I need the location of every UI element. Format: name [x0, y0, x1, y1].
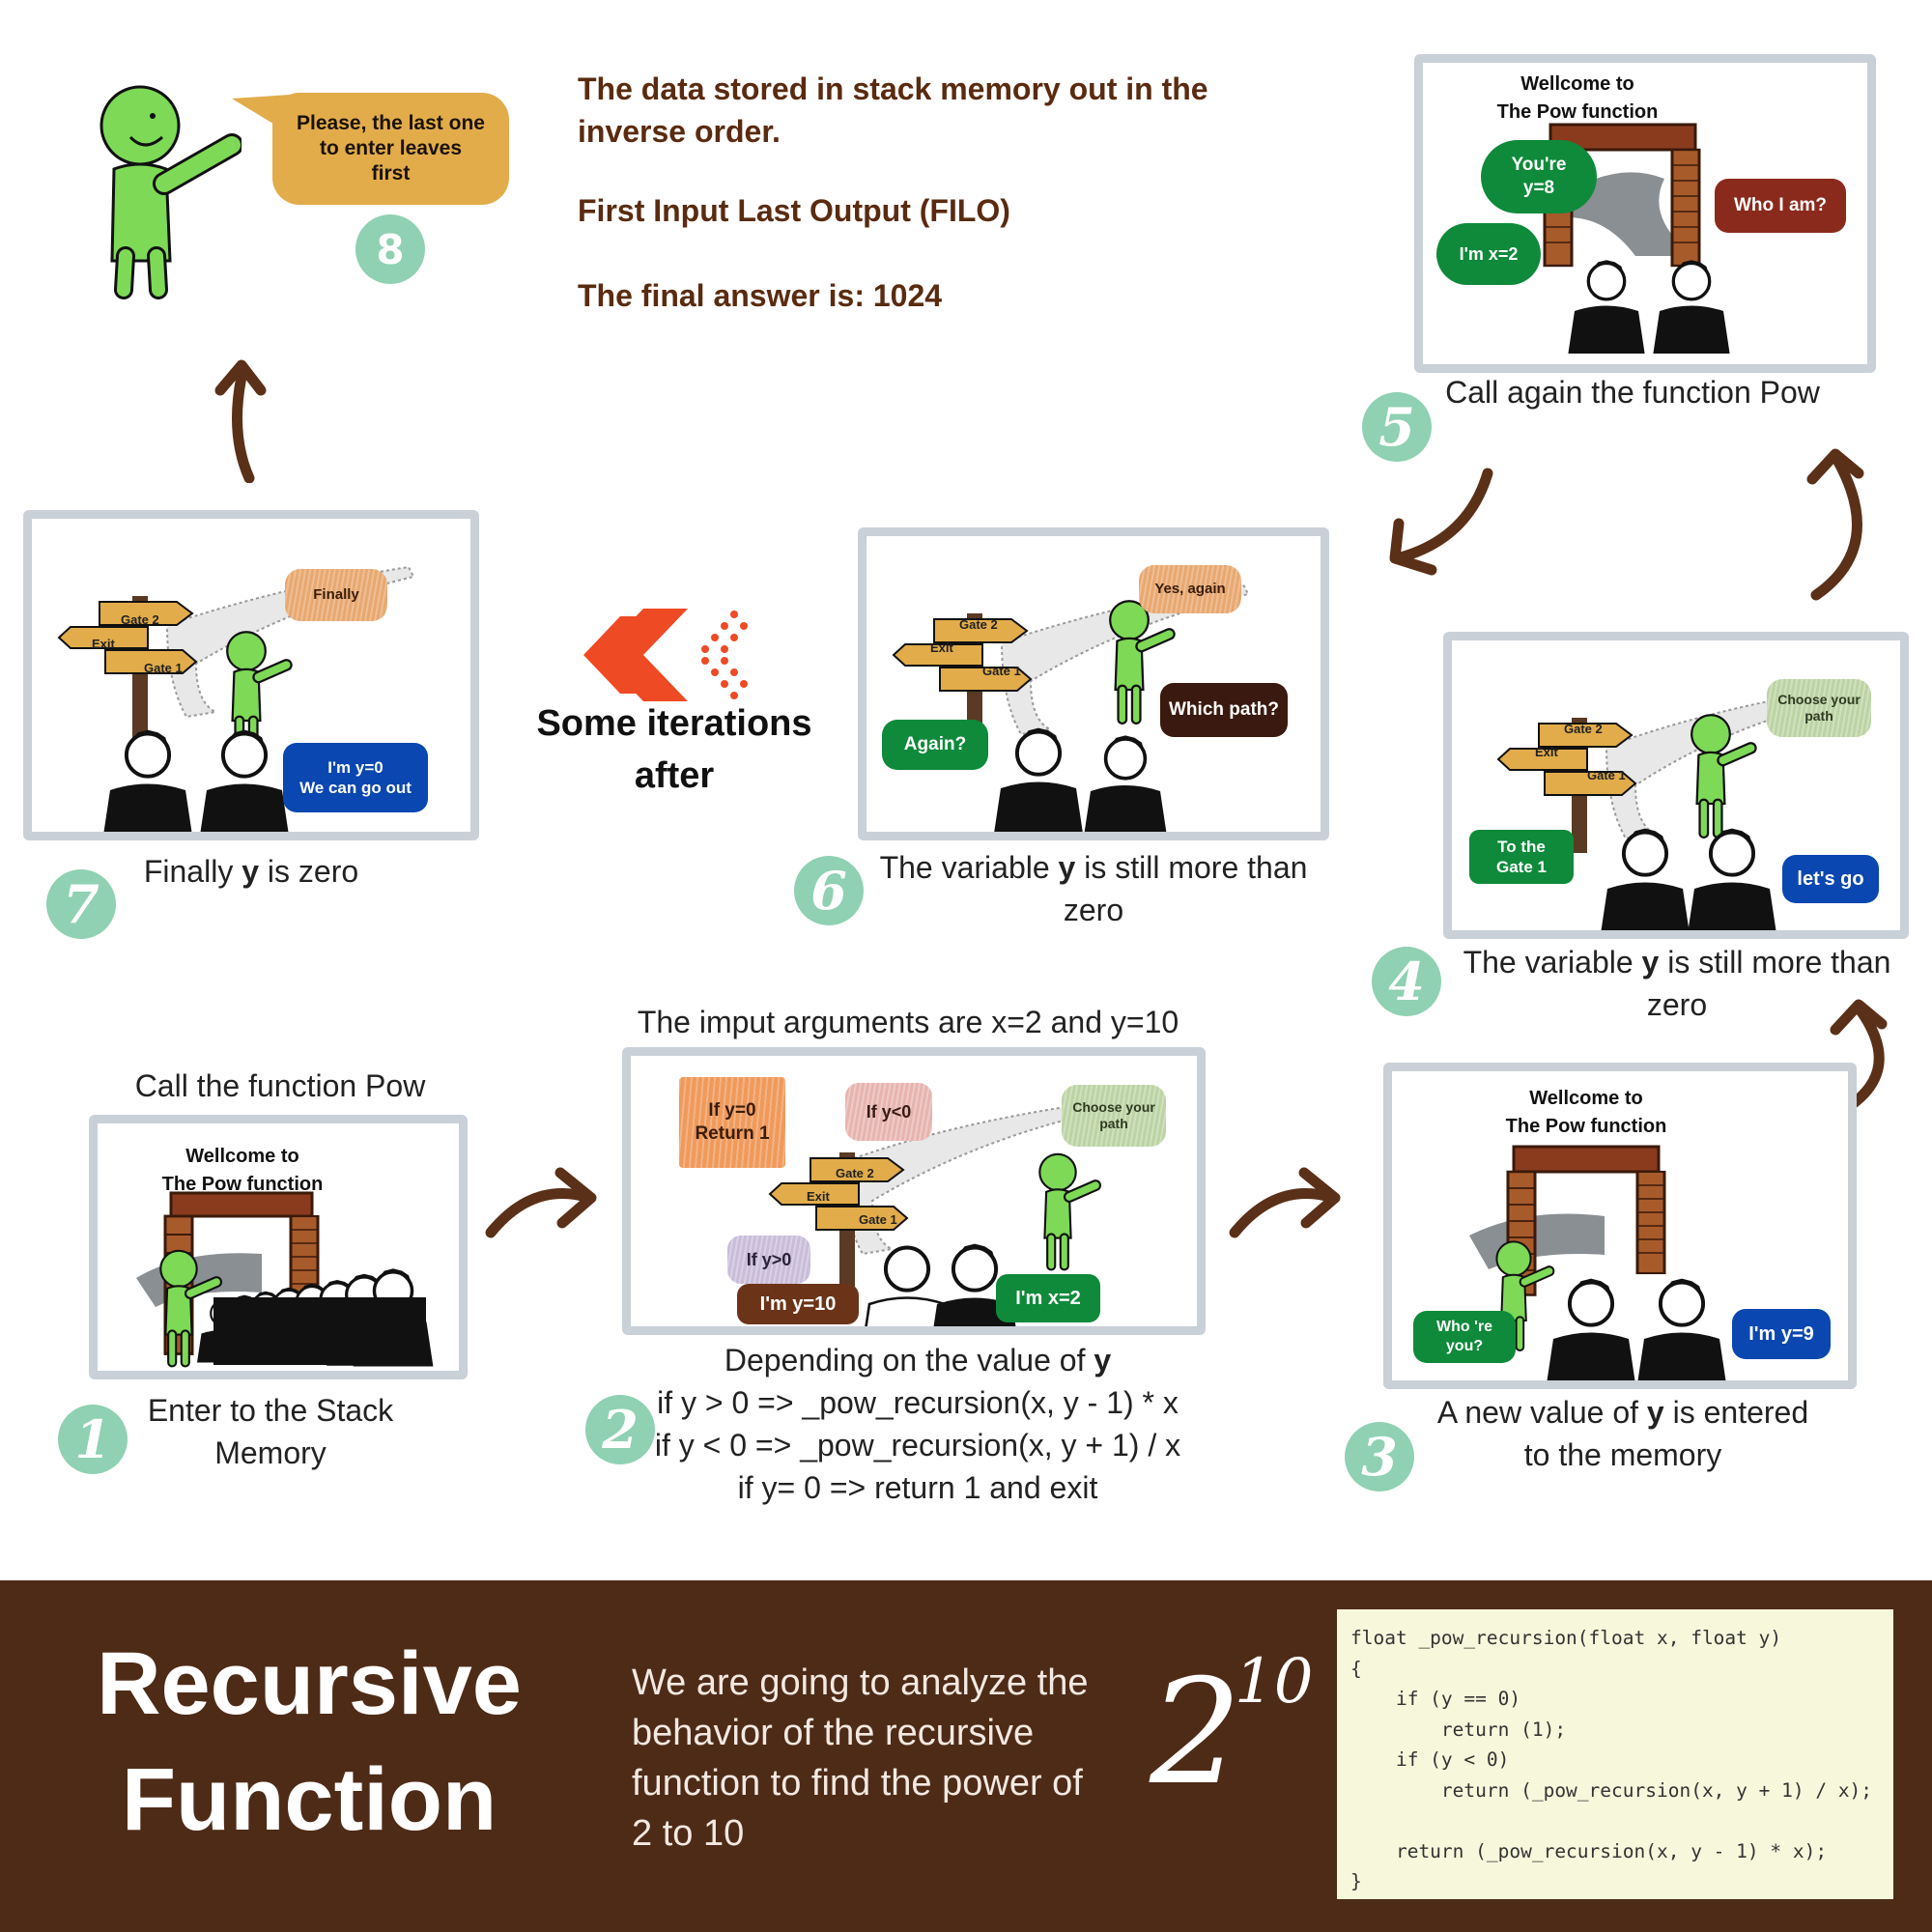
sign-exit: Exit	[1535, 745, 1558, 759]
bubble-if-y-pos: If y>0	[727, 1236, 810, 1284]
bubble-if-y-neg: If y<0	[845, 1083, 932, 1141]
sign-exit: Exit	[807, 1189, 830, 1204]
arrow-up-curve-icon	[1806, 448, 1864, 601]
power-base: 2	[1150, 1649, 1242, 1817]
step-number-3: 3	[1345, 1422, 1414, 1492]
bubble-im-x2: I'm x=2	[996, 1274, 1100, 1322]
bubble-im-y10: I'm y=10	[737, 1284, 859, 1324]
code-snippet: float _pow_recursion(float x, float y) {…	[1337, 1609, 1893, 1899]
footer-description: We are going to analyze the behavior of …	[632, 1662, 1089, 1854]
bubble-which-path: Which path?	[1160, 683, 1288, 737]
iterations-label: Some iterations after	[536, 703, 812, 796]
step-number-7: 7	[46, 869, 116, 939]
step6-caption: The variable y is still more than zero	[879, 850, 1308, 927]
step-number-1: 1	[58, 1405, 128, 1474]
bubble-im-y9: I'm y=9	[1732, 1309, 1831, 1359]
rewind-chevrons-icon	[583, 609, 748, 701]
arrow-right-icon	[485, 1167, 597, 1238]
arrow-up-icon	[214, 359, 267, 483]
speech-bubble-tail	[232, 95, 290, 131]
sign-gate2: Gate 2	[1564, 722, 1603, 736]
sign-gate2: Gate 2	[121, 612, 159, 627]
sign-gate2: Gate 2	[959, 617, 998, 632]
pointing-character-illustration	[99, 85, 242, 299]
step1-heading: Call the function Pow	[134, 1068, 426, 1103]
sign-gate1: Gate 1	[1587, 768, 1626, 782]
arrow-down-left-icon	[1389, 468, 1493, 576]
sign-gate2: Gate 2	[836, 1166, 874, 1180]
step4-caption: The variable y is still more than zero	[1463, 945, 1891, 1022]
step2-heading: The imput arguments are x=2 and y=10	[637, 1005, 1179, 1039]
note-filo: First Input Last Output (FILO)	[578, 193, 1010, 228]
step-number-2: 2	[585, 1395, 655, 1464]
step-number-5: 5	[1362, 392, 1432, 462]
note-final-answer: The final answer is: 1024	[578, 278, 943, 313]
sign-gate1: Gate 1	[982, 664, 1021, 678]
step7-caption: Finally y is zero	[143, 854, 359, 889]
bubble-again: Again?	[882, 720, 988, 770]
bubble-finally: Finally	[285, 569, 387, 621]
step2-caption: Depending on the value of y if y > 0 => …	[654, 1343, 1181, 1505]
step-number-6: 6	[794, 856, 864, 925]
sign-exit: Exit	[930, 640, 953, 655]
step6-panel: Gate 2 Exit Gate 1 Yes, again Which path…	[858, 527, 1329, 840]
step-number-4: 4	[1372, 947, 1441, 1016]
sign-gate1: Gate 1	[859, 1212, 897, 1227]
step5-caption: Call again the function Pow	[1445, 375, 1820, 410]
bubble-im-x2: I'm x=2	[1436, 223, 1541, 285]
note-stack-order: The data stored in stack memory out in t…	[578, 71, 1208, 149]
step3-caption: A new value of y is entered to the memor…	[1436, 1395, 1809, 1472]
bubble-who-i-am: Who I am?	[1715, 179, 1846, 233]
power-exponent: 10	[1235, 1646, 1314, 1718]
bubble-yes-again: Yes, again	[1139, 565, 1241, 613]
bubble-lets-go: let's go	[1782, 855, 1879, 903]
sign-exit: Exit	[92, 637, 115, 651]
sign-gate1: Gate 1	[144, 661, 183, 675]
arrow-right-icon-2	[1229, 1167, 1341, 1238]
step-number-8: 8	[355, 214, 425, 284]
footer-title: Recursive Function	[97, 1634, 522, 1849]
